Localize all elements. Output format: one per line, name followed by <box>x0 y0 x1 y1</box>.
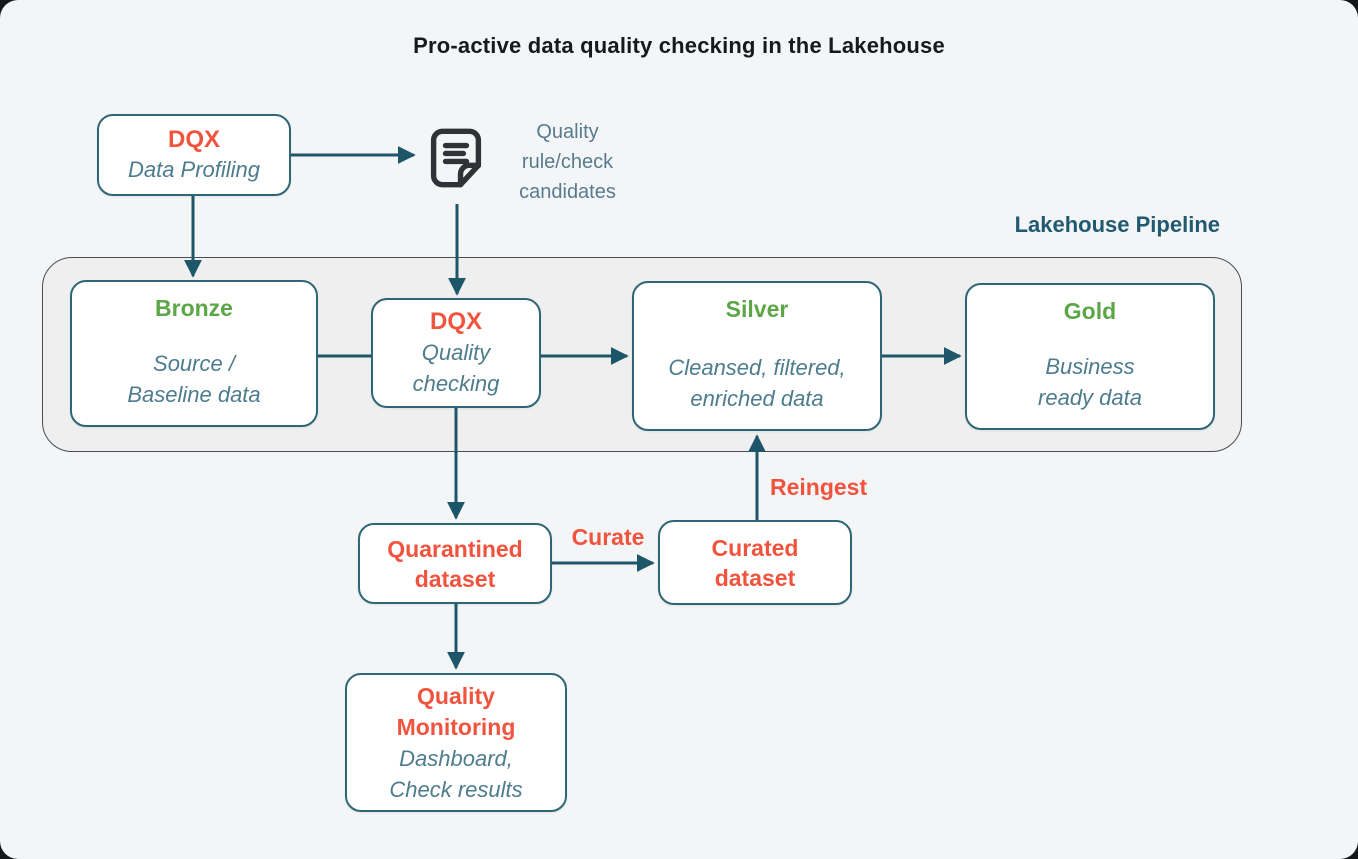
node-curated-dataset: Curated dataset <box>658 520 852 605</box>
stage-dqx-quality-checking: DQX Quality checking <box>371 298 541 408</box>
stage-desc: Source / Baseline data <box>127 351 261 407</box>
lakehouse-pipeline-label: Lakehouse Pipeline <box>1014 212 1220 237</box>
stage-heading: Gold <box>1063 298 1117 324</box>
node-quality-monitoring: Quality Monitoring Dashboard, Check resu… <box>345 673 567 812</box>
stage-heading: Bronze <box>155 295 233 321</box>
stage-desc: Quality checking <box>412 340 500 396</box>
node-heading: Quality Monitoring <box>396 682 516 740</box>
stage-silver: Silver Cleansed, filtered, enriched data <box>632 281 882 431</box>
node-subheading: Data Profiling <box>127 157 261 182</box>
stage-desc: Business ready data <box>1038 354 1142 410</box>
node-quarantined-dataset: Quarantined dataset <box>358 523 552 604</box>
document-icon <box>422 113 490 203</box>
node-desc: Dashboard, Check results <box>389 745 523 802</box>
stage-desc: Cleansed, filtered, enriched data <box>668 355 846 411</box>
node-heading: DQX <box>167 126 220 153</box>
stage-bronze: Bronze Source / Baseline data <box>70 280 318 427</box>
node-heading: Curated dataset <box>711 534 799 591</box>
edge-label-reingest: Reingest <box>770 474 868 500</box>
stage-gold: Gold Business ready data <box>965 283 1215 430</box>
edge-label-curate: Curate <box>571 524 645 550</box>
node-heading: Quarantined dataset <box>387 535 523 592</box>
rule-candidates-label: Quality rule/check candidates <box>519 121 616 203</box>
diagram-title: Pro-active data quality checking in the … <box>413 33 945 58</box>
stage-heading: Silver <box>725 296 789 322</box>
node-dqx-data-profiling: DQX Data Profiling <box>97 114 291 196</box>
stage-heading: DQX <box>429 308 482 335</box>
